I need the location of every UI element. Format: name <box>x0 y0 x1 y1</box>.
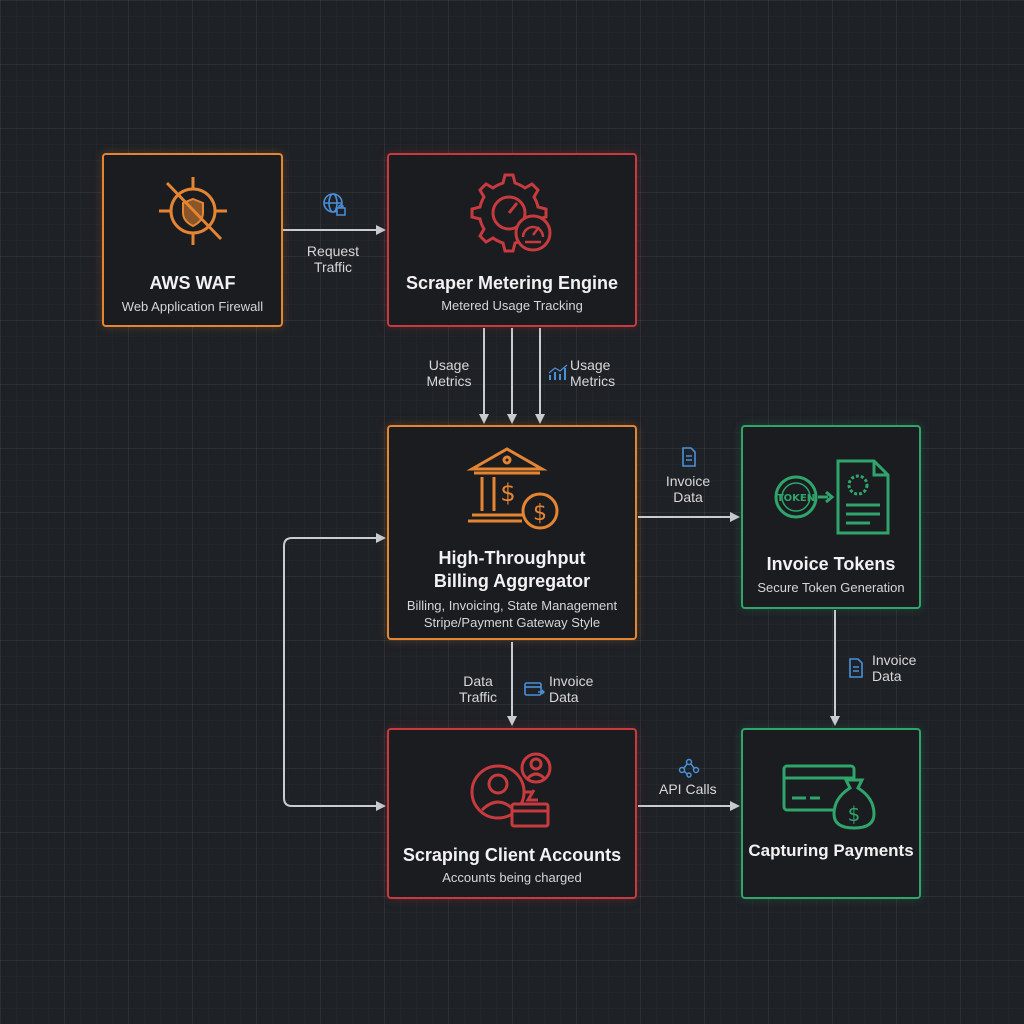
edge-label-usage-metrics-right: Usage Metrics <box>570 357 615 389</box>
node-subtitle-line2: Stripe/Payment Gateway Style <box>423 615 601 630</box>
billing-aggregator-node[interactable]: $ $ High-Throughput Billing Aggregator B… <box>387 425 637 640</box>
label-line: Metrics <box>426 373 472 389</box>
label-line: Metrics <box>570 373 616 389</box>
invoice-tokens-node[interactable]: TOKEN Invoice Tokens Secure Token Genera… <box>741 425 921 609</box>
svg-text:$: $ <box>500 479 515 507</box>
document-icon <box>682 447 696 467</box>
edge-label-invoice-data-tokens: Invoice Data <box>872 652 916 684</box>
svg-text:$: $ <box>533 501 547 526</box>
document-icon <box>849 658 863 678</box>
node-title: AWS WAF <box>149 273 236 293</box>
gear-gauge-icon <box>470 173 552 253</box>
node-title: Scraping Client Accounts <box>402 845 622 865</box>
node-subtitle: Secure Token Generation <box>757 580 905 595</box>
client-accounts-icon <box>470 752 552 828</box>
edge-label-api-calls: API Calls <box>659 781 717 797</box>
network-nodes-icon <box>678 758 700 778</box>
node-title-line1: High-Throughput <box>438 548 586 568</box>
label-line: Traffic <box>313 259 353 275</box>
globe-lock-icon <box>323 193 346 216</box>
edge-feedback-loop-start <box>376 801 386 811</box>
edge-label-usage-metrics-left: Usage Metrics <box>418 357 480 389</box>
node-subtitle: Metered Usage Tracking <box>441 298 583 313</box>
node-title: Scraper Metering Engine <box>405 273 619 293</box>
node-subtitle: Web Application Firewall <box>121 299 264 314</box>
edge-feedback-loop <box>283 533 386 807</box>
token-document-icon: TOKEN <box>774 459 890 535</box>
label-line: Data <box>673 489 703 505</box>
token-badge-text: TOKEN <box>777 493 815 504</box>
edge-label-data-traffic: Data Traffic <box>446 673 510 705</box>
label-line: Data <box>549 689 579 705</box>
svg-text:$: $ <box>848 802 861 826</box>
metering-engine-node[interactable]: Scraper Metering Engine Metered Usage Tr… <box>387 153 637 327</box>
node-subtitle-line1: Billing, Invoicing, State Management <box>406 598 618 613</box>
bank-dollar-icon: $ $ <box>466 447 559 530</box>
label-line: Invoice <box>872 652 917 668</box>
client-accounts-node[interactable]: Scraping Client Accounts Accounts being … <box>387 728 637 899</box>
shield-target-icon <box>158 177 227 245</box>
edge-label-invoice-data-right: Invoice Data <box>656 473 720 505</box>
card-moneybag-icon: $ <box>782 764 876 830</box>
label-line: Data <box>872 668 902 684</box>
node-title: Capturing Payments <box>748 841 914 860</box>
node-title-line2: Billing Aggregator <box>433 571 591 591</box>
label-line: Request <box>306 243 360 259</box>
aws-waf-node[interactable]: AWS WAF Web Application Firewall <box>102 153 283 327</box>
label-line: Usage <box>428 357 470 373</box>
node-subtitle: Accounts being charged <box>442 870 582 885</box>
node-title: Invoice Tokens <box>766 554 896 574</box>
label-line: Traffic <box>458 689 498 705</box>
label-line: Data <box>463 673 493 689</box>
label-line: Invoice <box>665 473 711 489</box>
edge-label-request-traffic: Request Traffic <box>296 243 370 275</box>
edge-label-invoice-data-down: Invoice Data <box>549 673 593 705</box>
label-line: Invoice <box>549 673 594 689</box>
bar-chart-icon <box>548 364 568 380</box>
capturing-payments-node[interactable]: $ Capturing Payments <box>741 728 921 899</box>
card-transfer-icon <box>524 682 545 696</box>
label-line: Usage <box>570 357 611 373</box>
